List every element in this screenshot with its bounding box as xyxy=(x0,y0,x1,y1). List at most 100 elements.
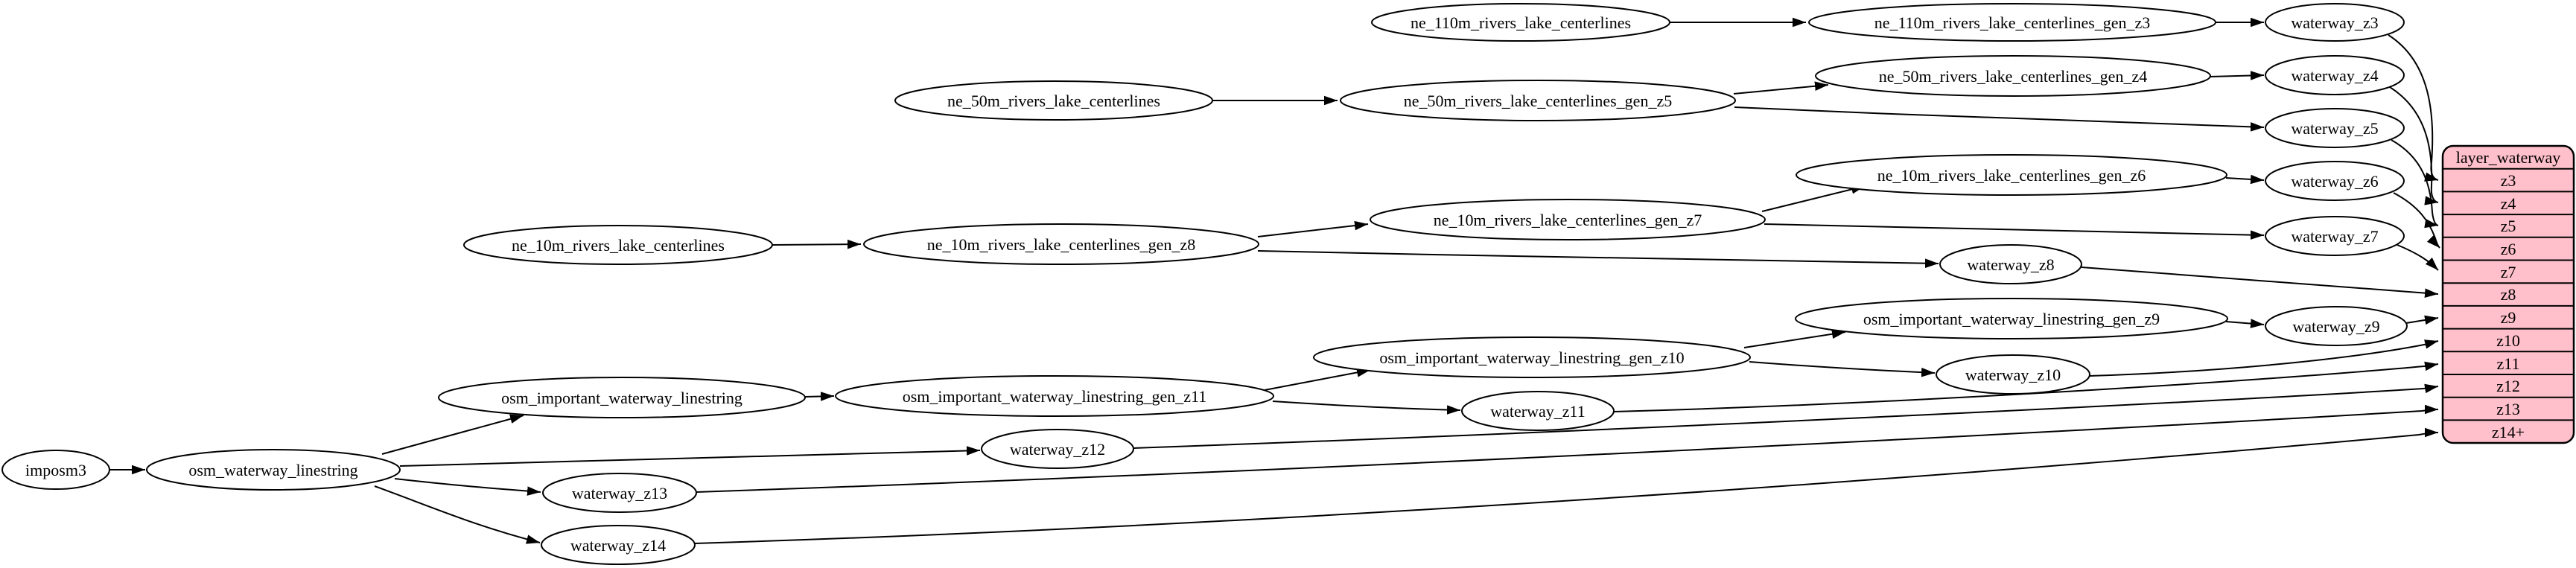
record-layer_waterway: layer_waterway z3 z4 z5 z6 z7 z8 z9 z10 … xyxy=(2441,144,2575,444)
record-row-z11: z11 xyxy=(2497,354,2520,373)
node-gen_z3-label: ne_110m_rivers_lake_centerlines_gen_z3 xyxy=(1874,13,2151,32)
record-layer_waterway-box xyxy=(2441,144,2575,444)
edge-waterway_z7-row_z7 xyxy=(2397,244,2439,271)
node-waterway_z7-shape xyxy=(2265,216,2405,256)
record-row-z12: z12 xyxy=(2496,377,2520,395)
edge-waterway_z6-row_z6 xyxy=(2393,192,2440,249)
node-gen_z11-label: osm_important_waterway_linestring_gen_z1… xyxy=(903,387,1207,406)
edge-gen_z11-waterway_z11 xyxy=(1272,401,1461,415)
edge-waterway_z4-row_z4 xyxy=(2389,86,2439,205)
node-waterway_z12-label: waterway_z12 xyxy=(1010,440,1105,459)
edge-gen_z4-waterway_z4 xyxy=(2209,71,2265,80)
edge-gen_z8-gen_z7 xyxy=(1257,220,1369,237)
node-osm_important_waterway_linestring_gen_z11: osm_important_waterway_linestring_gen_z1… xyxy=(835,375,1274,417)
edge-waterway_z9-row_z9 xyxy=(2405,315,2439,325)
edge-waterway_z3-row_z3 xyxy=(2388,34,2439,182)
node-waterway_z14: waterway_z14 xyxy=(541,525,696,565)
node-waterway_z4-label: waterway_z4 xyxy=(2291,66,2378,85)
record-row-z3: z3 xyxy=(2501,171,2516,190)
node-waterway_z13-shape xyxy=(542,473,697,513)
node-waterway_z10: waterway_z10 xyxy=(1936,354,2090,395)
node-imposm3: imposm3 xyxy=(1,450,110,490)
edges-layer xyxy=(109,17,2440,544)
node-waterway_z13-label: waterway_z13 xyxy=(572,484,667,502)
edge-gen_z10-waterway_z10 xyxy=(1749,361,1936,377)
node-waterway_z6: waterway_z6 xyxy=(2265,161,2405,201)
edge-gen_z5-gen_z4 xyxy=(1733,81,1829,95)
node-gen_z9-label: osm_important_waterway_linestring_gen_z9 xyxy=(1863,310,2160,328)
edge-osm_waterway_linestring-waterway_z12 xyxy=(399,446,981,467)
node-osm_important_waterway_linestring: osm_important_waterway_linestring xyxy=(438,377,806,418)
node-gen_z3-shape xyxy=(1808,3,2216,42)
edge-ne_10m-gen_z8 xyxy=(772,239,862,249)
edge-osm_waterway_linestring-osm_important_waterway_linestring xyxy=(381,414,524,455)
node-waterway_z8-shape xyxy=(1939,244,2082,284)
edge-osm_important-gen_z11 xyxy=(804,392,835,401)
edge-waterway_z13-row_z13 xyxy=(696,404,2439,493)
edge-gen_z11-gen_z10 xyxy=(1264,368,1371,391)
node-waterway_z3-shape xyxy=(2265,3,2405,42)
node-gen_z7-shape xyxy=(1370,199,1766,240)
node-gen_z10-shape xyxy=(1313,336,1751,378)
edge-gen_z7-waterway_z7 xyxy=(1764,223,2265,240)
edge-waterway_z12-row_z12 xyxy=(1133,383,2439,449)
node-waterway_z5-shape xyxy=(2265,108,2405,148)
record-row-z7: z7 xyxy=(2501,263,2516,281)
node-gen_z9-shape xyxy=(1795,298,2228,339)
node-ne_50m-label: ne_50m_rivers_lake_centerlines xyxy=(947,92,1160,110)
node-ne_110m_rivers_lake_centerlines: ne_110m_rivers_lake_centerlines xyxy=(1371,3,1670,42)
node-ne_50m_rivers_lake_centerlines_gen_z5: ne_50m_rivers_lake_centerlines_gen_z5 xyxy=(1340,80,1736,121)
record-row-z13: z13 xyxy=(2496,400,2520,418)
node-gen_z6-label: ne_10m_rivers_lake_centerlines_gen_z6 xyxy=(1877,166,2146,185)
node-waterway_z4-shape xyxy=(2265,55,2405,95)
edge-gen_z7-gen_z6 xyxy=(1761,185,1866,212)
record-row-z8: z8 xyxy=(2501,285,2516,304)
node-waterway_z7-label: waterway_z7 xyxy=(2291,227,2378,246)
record-row-z6: z6 xyxy=(2501,240,2516,258)
node-osm_waterway_linestring-label: osm_waterway_linestring xyxy=(188,461,357,479)
record-row-z14plus: z14+ xyxy=(2492,423,2525,441)
edge-gen_z9-waterway_z9 xyxy=(2225,319,2265,328)
node-ne_50m_rivers_lake_centerlines_gen_z4: ne_50m_rivers_lake_centerlines_gen_z4 xyxy=(1815,55,2211,97)
node-waterway_z3: waterway_z3 xyxy=(2265,3,2405,42)
edge-osm_waterway_linestring-waterway_z14 xyxy=(374,485,541,544)
node-waterway_z12: waterway_z12 xyxy=(981,429,1134,469)
node-ne_10m_rivers_lake_centerlines_gen_z8: ne_10m_rivers_lake_centerlines_gen_z8 xyxy=(863,223,1259,265)
edge-gen_z6-waterway_z6 xyxy=(2225,174,2265,185)
node-ne_10m_rivers_lake_centerlines: ne_10m_rivers_lake_centerlines xyxy=(463,225,773,265)
node-imposm3-label: imposm3 xyxy=(25,461,86,479)
node-osm_important_waterway_linestring_gen_z10: osm_important_waterway_linestring_gen_z1… xyxy=(1313,336,1751,378)
edge-gen_z8-waterway_z8 xyxy=(1257,250,1939,269)
node-gen_z4-label: ne_50m_rivers_lake_centerlines_gen_z4 xyxy=(1879,67,2147,86)
edge-waterway_z10-row_z10 xyxy=(2088,339,2439,377)
node-waterway_z10-shape xyxy=(1936,354,2090,395)
edge-waterway_z5-row_z5 xyxy=(2391,139,2439,229)
node-osm_waterway_linestring: osm_waterway_linestring xyxy=(146,449,401,491)
node-waterway_z5-label: waterway_z5 xyxy=(2291,119,2378,138)
node-ne_110m-shape xyxy=(1371,3,1670,42)
node-waterway_z8: waterway_z8 xyxy=(1939,244,2082,284)
node-waterway_z3-label: waterway_z3 xyxy=(2291,13,2378,32)
node-waterway_z13: waterway_z13 xyxy=(542,473,697,513)
node-osm_important_waterway_linestring-shape xyxy=(438,377,806,418)
record-row-z9: z9 xyxy=(2501,308,2516,327)
edge-osm_waterway_linestring-waterway_z13 xyxy=(394,478,541,496)
record-row-z10: z10 xyxy=(2496,331,2520,350)
node-waterway_z9: waterway_z9 xyxy=(2265,306,2408,346)
node-gen_z10-label: osm_important_waterway_linestring_gen_z1… xyxy=(1379,348,1684,367)
edge-waterway_z8-row_z8 xyxy=(2081,267,2439,298)
node-ne_50m_rivers_lake_centerlines: ne_50m_rivers_lake_centerlines xyxy=(894,80,1213,121)
node-osm_important_waterway_linestring-label: osm_important_waterway_linestring xyxy=(501,389,742,407)
edge-waterway_z14-row_z14plus xyxy=(694,427,2439,544)
node-waterway_z8-label: waterway_z8 xyxy=(1967,255,2054,274)
record-title: layer_waterway xyxy=(2456,148,2560,167)
node-gen_z5-shape xyxy=(1340,80,1736,121)
node-waterway_z9-label: waterway_z9 xyxy=(2292,317,2379,336)
node-ne_110m_rivers_lake_centerlines_gen_z3: ne_110m_rivers_lake_centerlines_gen_z3 xyxy=(1808,3,2216,42)
node-gen_z4-shape xyxy=(1815,55,2211,97)
node-waterway_z6-shape xyxy=(2265,161,2405,201)
node-ne_10m_rivers_lake_centerlines_gen_z6: ne_10m_rivers_lake_centerlines_gen_z6 xyxy=(1796,154,2227,196)
node-waterway_z7: waterway_z7 xyxy=(2265,216,2405,256)
